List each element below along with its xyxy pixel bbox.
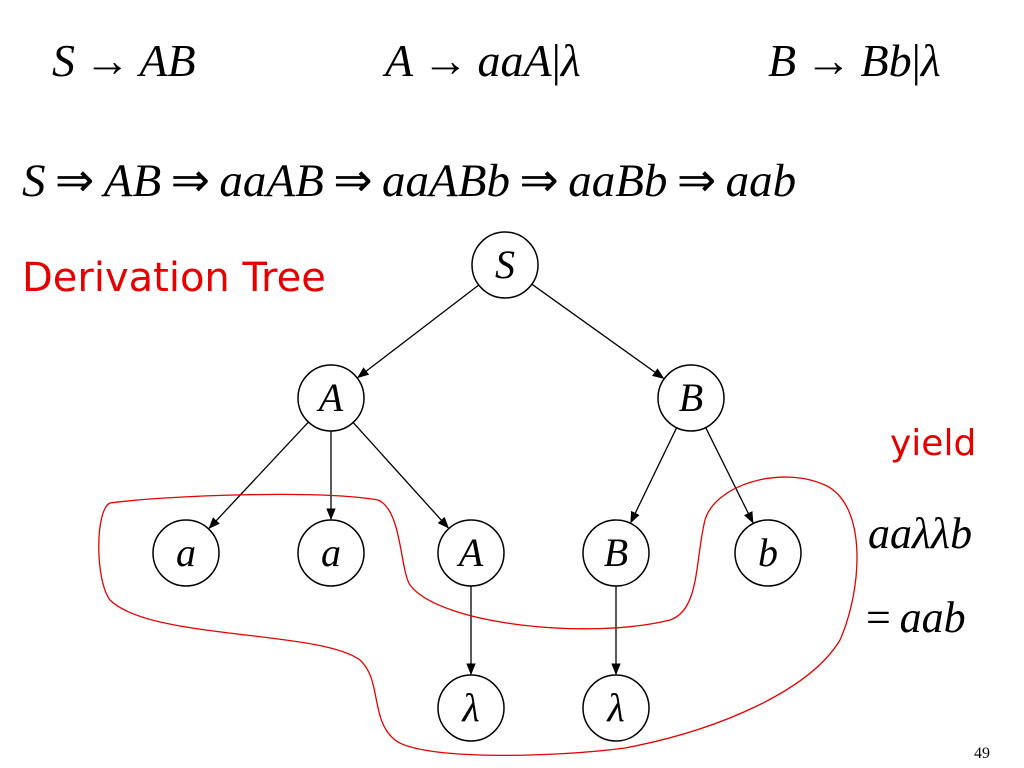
tree-node-label: A — [456, 530, 484, 575]
tree-node-a1: A — [297, 364, 365, 432]
yield-expression: aaλλb — [868, 509, 973, 558]
tree-node-l1: λ — [437, 674, 505, 742]
tree-node-circle — [297, 364, 365, 432]
tree-edge-b1-b1 — [705, 427, 754, 524]
tree-node-label: A — [316, 375, 344, 420]
yield-outline — [98, 476, 858, 757]
production-rule-b: B → Bb|λ — [768, 35, 941, 86]
tree-node-a2: A — [437, 519, 505, 587]
tree-node-circle — [437, 674, 505, 742]
production-rule-s: S → AB — [52, 35, 196, 86]
tree-node-a2: a — [297, 519, 365, 587]
tree-node-b2: B — [582, 519, 650, 587]
tree-node-circle — [437, 519, 505, 587]
tree-node-circle — [582, 674, 650, 742]
tree-node-circle — [297, 519, 365, 587]
tree-node-label: B — [604, 530, 628, 575]
tree-node-circle — [734, 519, 802, 587]
tree-node-s: S — [471, 231, 539, 299]
tree-node-circle — [152, 519, 220, 587]
yield-label: yield — [890, 423, 977, 464]
tree-edge-s-a1 — [357, 284, 480, 379]
production-rule-a: A → aaA|λ — [385, 35, 581, 86]
tree-edge-a1-a1 — [208, 421, 309, 530]
tree-node-label: b — [758, 530, 778, 575]
tree-node-a1: a — [152, 519, 220, 587]
diagram-title: Derivation Tree — [22, 255, 326, 301]
tree-node-label: S — [495, 242, 515, 287]
tree-edge-a1-a2 — [352, 422, 449, 529]
tree-node-l2: λ — [582, 674, 650, 742]
tree-node-circle — [471, 231, 539, 299]
tree-node-label: B — [679, 375, 703, 420]
tree-node-circle — [582, 519, 650, 587]
tree-edge-s-b1 — [531, 283, 665, 379]
page-number: 49 — [974, 745, 990, 762]
tree-edge-b1-b2 — [630, 427, 678, 524]
tree-node-b1: B — [657, 364, 725, 432]
tree-node-label: a — [321, 530, 341, 575]
tree-node-b1: b — [734, 519, 802, 587]
derivation-sequence: S ⇒ AB ⇒ aaAB ⇒ aaABb ⇒ aaBb ⇒ aab — [22, 155, 797, 207]
tree-node-label: λ — [606, 685, 624, 730]
yield-result: = aab — [866, 593, 966, 642]
tree-node-label: a — [176, 530, 196, 575]
tree-node-circle — [657, 364, 725, 432]
tree-node-label: λ — [461, 685, 479, 730]
